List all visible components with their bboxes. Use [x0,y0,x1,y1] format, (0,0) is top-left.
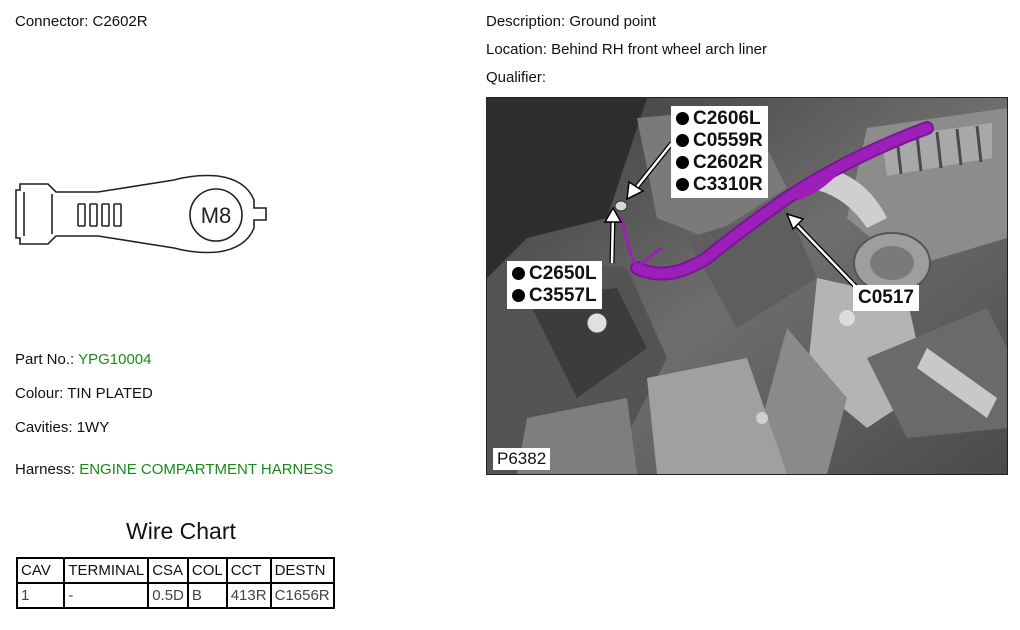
colour-value: TIN PLATED [67,385,153,402]
callout-top: C2606L C0559R C2602R C3310R [671,106,768,198]
engine-bay-illustration [487,98,1007,474]
callout-left-item-2: C3557L [512,285,597,307]
harness-label: Harness: [15,461,76,478]
wire-chart-table: CAV TERMINAL CSA COL CCT DESTN 1 - 0.5D … [15,557,335,609]
table-header-row: CAV TERMINAL CSA COL CCT DESTN [15,557,335,584]
header-csa: CSA [147,557,189,584]
callout-left-item-1: C2650L [512,263,597,285]
qualifier-field: Qualifier: [486,69,546,86]
table-row: 1 - 0.5D B 413R C1656R [15,582,335,609]
wire-chart-title: Wire Chart [126,518,236,544]
cell-destn[interactable]: C1656R [269,582,335,609]
cell-terminal: - [63,582,150,609]
connector-label: Connector: [15,13,89,30]
ring-terminal-drawing: M8 [15,174,267,254]
cell-csa: 0.5D [147,582,189,609]
part-no-label: Part No.: [15,351,75,368]
part-no-field: Part No.: YPG10004 [15,351,151,368]
description-field: Description: Ground point [486,13,656,30]
cavities-label: Cavities: [15,419,73,436]
cell-cav: 1 [15,582,66,609]
header-terminal: TERMINAL [63,557,150,584]
location-field: Location: Behind RH front wheel arch lin… [486,41,767,58]
connector-field: Connector: C2602R [15,13,148,30]
header-cct: CCT [225,557,272,584]
description-value: Ground point [569,13,657,30]
terminal-marking: M8 [201,203,232,228]
qualifier-label: Qualifier: [486,69,547,86]
harness-value[interactable]: ENGINE COMPARTMENT HARNESS [79,461,334,478]
photo-reference: P6382 [493,448,551,470]
cell-col: B [186,582,228,609]
cavities-value: 1WY [76,419,110,436]
cavities-field: Cavities: 1WY [15,419,109,436]
callout-top-item-1: C2606L [676,108,763,130]
cell-cct: 413R [225,582,272,609]
colour-field: Colour: TIN PLATED [15,385,153,402]
description-label: Description: [486,13,566,30]
connector-value: C2602R [92,13,148,30]
callout-top-item-3: C2602R [676,152,763,174]
colour-label: Colour: [15,385,64,402]
callout-top-item-4: C3310R [676,174,763,196]
header-col: COL [186,557,228,584]
callout-left: C2650L C3557L [507,261,602,309]
location-label: Location: [486,41,547,58]
callout-right: C0517 [853,285,919,311]
location-photo: C2606L C0559R C2602R C3310R C2650L C3557… [486,97,1008,475]
header-destn: DESTN [269,557,335,584]
header-cav: CAV [15,557,66,584]
location-value: Behind RH front wheel arch liner [551,41,768,58]
harness-field: Harness: ENGINE COMPARTMENT HARNESS [15,461,333,478]
callout-top-item-2: C0559R [676,130,763,152]
callout-right-label: C0517 [858,287,914,308]
part-no-value[interactable]: YPG10004 [78,351,152,368]
